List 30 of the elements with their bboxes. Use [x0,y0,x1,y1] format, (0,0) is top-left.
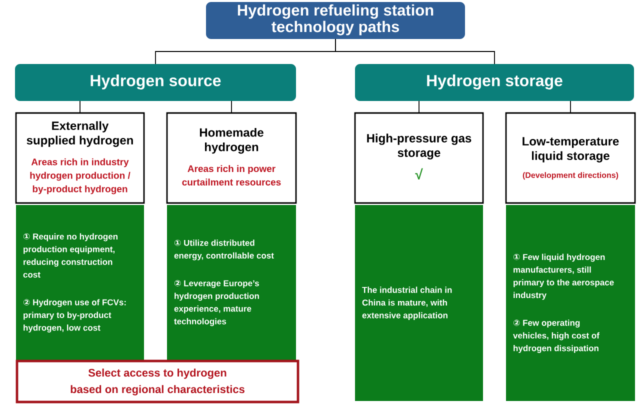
info-panel [167,205,296,360]
check-mark: √ [415,168,423,180]
option-heading: High-pressure gas storage [367,134,472,160]
option-heading: Homemade hydrogen [200,128,264,154]
conclusion-box: Select access to hydrogen based on regional characteristics [16,360,300,404]
option-box [15,112,145,204]
panel-text: ① Require no hydrogen production equipment, reducing construction cost [23,233,118,278]
option-box [354,112,484,204]
connector-line [570,100,571,114]
info-panel [506,205,635,401]
direction-note: (Development directions) [522,172,618,180]
connector-line [418,100,420,114]
title-box: Hydrogen refueling station technology paths [206,2,465,39]
panel-text: ① Utilize distributed energy, controllable cost [174,240,274,260]
info-panel: The industrial chain in China is mature, with extensive application [355,205,483,401]
option-heading: Low-temperature liquid storage [522,137,619,162]
option-box [166,112,297,204]
option-box [505,112,636,204]
category-header: Hydrogen source [15,64,296,101]
panel-text: ① Few liquid hydrogen manufacturers, still primary to the aerospace industry [514,254,614,300]
connector-line [335,38,495,64]
category-header: Hydrogen storage [355,64,634,101]
panel-text: ② Few operating vehicles, high cost of hydrogen dissipation [513,320,600,353]
region-note: Areas rich in industry hydrogen production / by-product hydrogen [30,158,130,194]
panel-text: ② Hydrogen use of FCVs: primary to by-product hydrogen, low cost [24,299,126,332]
region-note: Areas rich in power curtailment resources [182,165,281,186]
option-heading: Externally supplied hydrogen [26,121,133,147]
panel-text: ② Leverage Europe’s hydrogen production experience, mature technologies [174,280,259,326]
info-panel [16,205,144,360]
connector-line [231,100,232,114]
